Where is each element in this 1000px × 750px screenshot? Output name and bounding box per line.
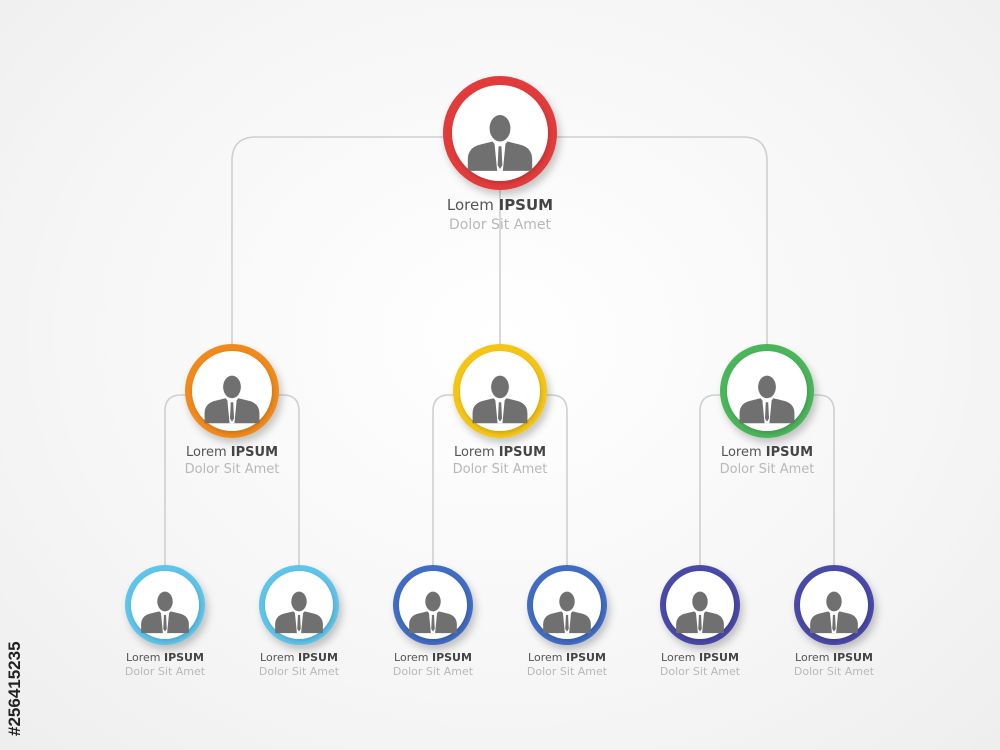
- manager-name-first: Lorem: [721, 445, 762, 460]
- connector-manager-staff-6: [767, 394, 835, 565]
- connector-manager-staff-2: [232, 394, 300, 565]
- stock-id-watermark: #256415235: [5, 641, 24, 736]
- staff-name: Lorem IPSUM: [260, 651, 338, 664]
- staff-name-first: Lorem: [260, 651, 294, 664]
- manager-name-title: IPSUM: [499, 445, 546, 460]
- manager-node-1[interactable]: Lorem IPSUM Dolor Sit Amet: [185, 344, 280, 477]
- top-name-title: IPSUM: [499, 196, 554, 214]
- manager-name-title: IPSUM: [766, 445, 813, 460]
- staff-name-first: Lorem: [394, 651, 428, 664]
- person-icon: [810, 591, 858, 634]
- staff-name: Lorem IPSUM: [394, 651, 472, 664]
- connector-top-manager-3: [500, 136, 768, 344]
- manager-node-3[interactable]: Lorem IPSUM Dolor Sit Amet: [720, 344, 815, 477]
- top-subtitle: Dolor Sit Amet: [449, 217, 552, 233]
- manager-name: Lorem IPSUM: [186, 445, 278, 460]
- staff-name: Lorem IPSUM: [126, 651, 204, 664]
- person-icon: [739, 375, 795, 424]
- staff-name-title: IPSUM: [699, 651, 739, 664]
- manager-subtitle: Dolor Sit Amet: [453, 462, 548, 477]
- staff-subtitle: Dolor Sit Amet: [393, 665, 474, 678]
- staff-name: Lorem IPSUM: [528, 651, 606, 664]
- staff-name-first: Lorem: [661, 651, 695, 664]
- manager-name-first: Lorem: [186, 445, 227, 460]
- staff-name-title: IPSUM: [566, 651, 606, 664]
- person-icon: [543, 591, 591, 634]
- connector-manager-staff-1: [164, 394, 232, 565]
- staff-name-title: IPSUM: [298, 651, 338, 664]
- top-node-1[interactable]: Lorem IPSUM Dolor Sit Amet: [443, 76, 557, 233]
- staff-name-first: Lorem: [126, 651, 160, 664]
- staff-subtitle: Dolor Sit Amet: [660, 665, 741, 678]
- manager-subtitle: Dolor Sit Amet: [185, 462, 280, 477]
- manager-name: Lorem IPSUM: [454, 445, 546, 460]
- staff-subtitle: Dolor Sit Amet: [794, 665, 875, 678]
- staff-subtitle: Dolor Sit Amet: [527, 665, 608, 678]
- connector-manager-staff-3: [432, 394, 500, 565]
- person-icon: [141, 591, 189, 634]
- manager-subtitle: Dolor Sit Amet: [720, 462, 815, 477]
- person-icon: [409, 591, 457, 634]
- staff-name-first: Lorem: [528, 651, 562, 664]
- staff-name-first: Lorem: [795, 651, 829, 664]
- manager-name-first: Lorem: [454, 445, 495, 460]
- person-icon: [676, 591, 724, 634]
- staff-name-title: IPSUM: [833, 651, 873, 664]
- connector-manager-staff-5: [699, 394, 767, 565]
- manager-node-2[interactable]: Lorem IPSUM Dolor Sit Amet: [453, 344, 548, 477]
- person-icon: [472, 375, 528, 424]
- person-icon: [275, 591, 323, 634]
- top-name: Lorem IPSUM: [447, 196, 553, 214]
- staff-name: Lorem IPSUM: [661, 651, 739, 664]
- staff-name-title: IPSUM: [164, 651, 204, 664]
- top-name-first: Lorem: [447, 196, 494, 214]
- connector-top-manager-1: [231, 136, 500, 344]
- staff-name-title: IPSUM: [432, 651, 472, 664]
- staff-name: Lorem IPSUM: [795, 651, 873, 664]
- manager-name: Lorem IPSUM: [721, 445, 813, 460]
- connector-manager-staff-4: [500, 394, 568, 565]
- person-icon: [467, 115, 533, 171]
- manager-name-title: IPSUM: [231, 445, 278, 460]
- staff-subtitle: Dolor Sit Amet: [125, 665, 206, 678]
- person-icon: [204, 375, 260, 424]
- staff-subtitle: Dolor Sit Amet: [259, 665, 340, 678]
- stock-id-text: #256415235: [5, 641, 24, 736]
